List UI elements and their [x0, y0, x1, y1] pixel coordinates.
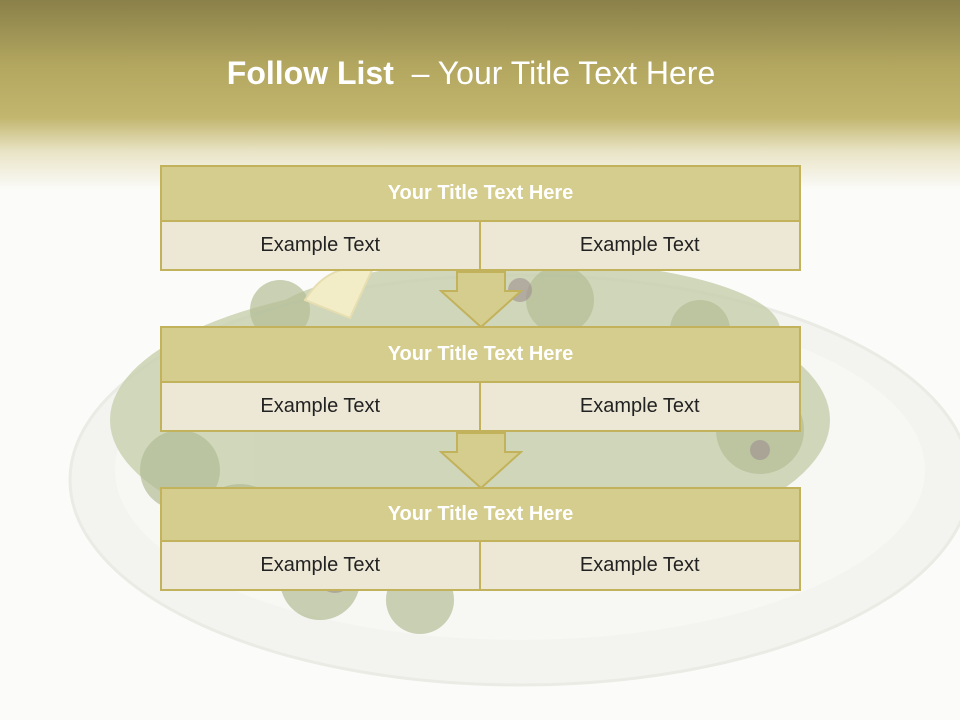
- block-cells: Example Text Example Text: [160, 383, 801, 432]
- block-title: Your Title Text Here: [160, 487, 801, 542]
- slide-title-rest: – Your Title Text Here: [393, 55, 716, 91]
- block-cell-right: Example Text: [480, 222, 801, 271]
- block-title: Your Title Text Here: [160, 326, 801, 383]
- block-cell-right: Example Text: [480, 542, 801, 591]
- block-cell-left: Example Text: [160, 222, 481, 271]
- header-band: [0, 0, 960, 190]
- block-cell-left: Example Text: [160, 383, 481, 432]
- block-cell-left: Example Text: [160, 542, 481, 591]
- block-cell-right: Example Text: [480, 383, 801, 432]
- list-block: Your Title Text Here Example Text Exampl…: [160, 326, 801, 432]
- list-block: Your Title Text Here Example Text Exampl…: [160, 487, 801, 591]
- slide-title-bold: Follow List: [226, 55, 394, 91]
- down-arrow-icon: [439, 432, 523, 490]
- block-cells: Example Text Example Text: [160, 222, 801, 271]
- down-arrow-icon: [439, 271, 523, 329]
- block-title: Your Title Text Here: [160, 165, 801, 222]
- list-block: Your Title Text Here Example Text Exampl…: [160, 165, 801, 271]
- slide-title: Follow List – Your Title Text Here: [0, 55, 942, 92]
- block-cells: Example Text Example Text: [160, 542, 801, 591]
